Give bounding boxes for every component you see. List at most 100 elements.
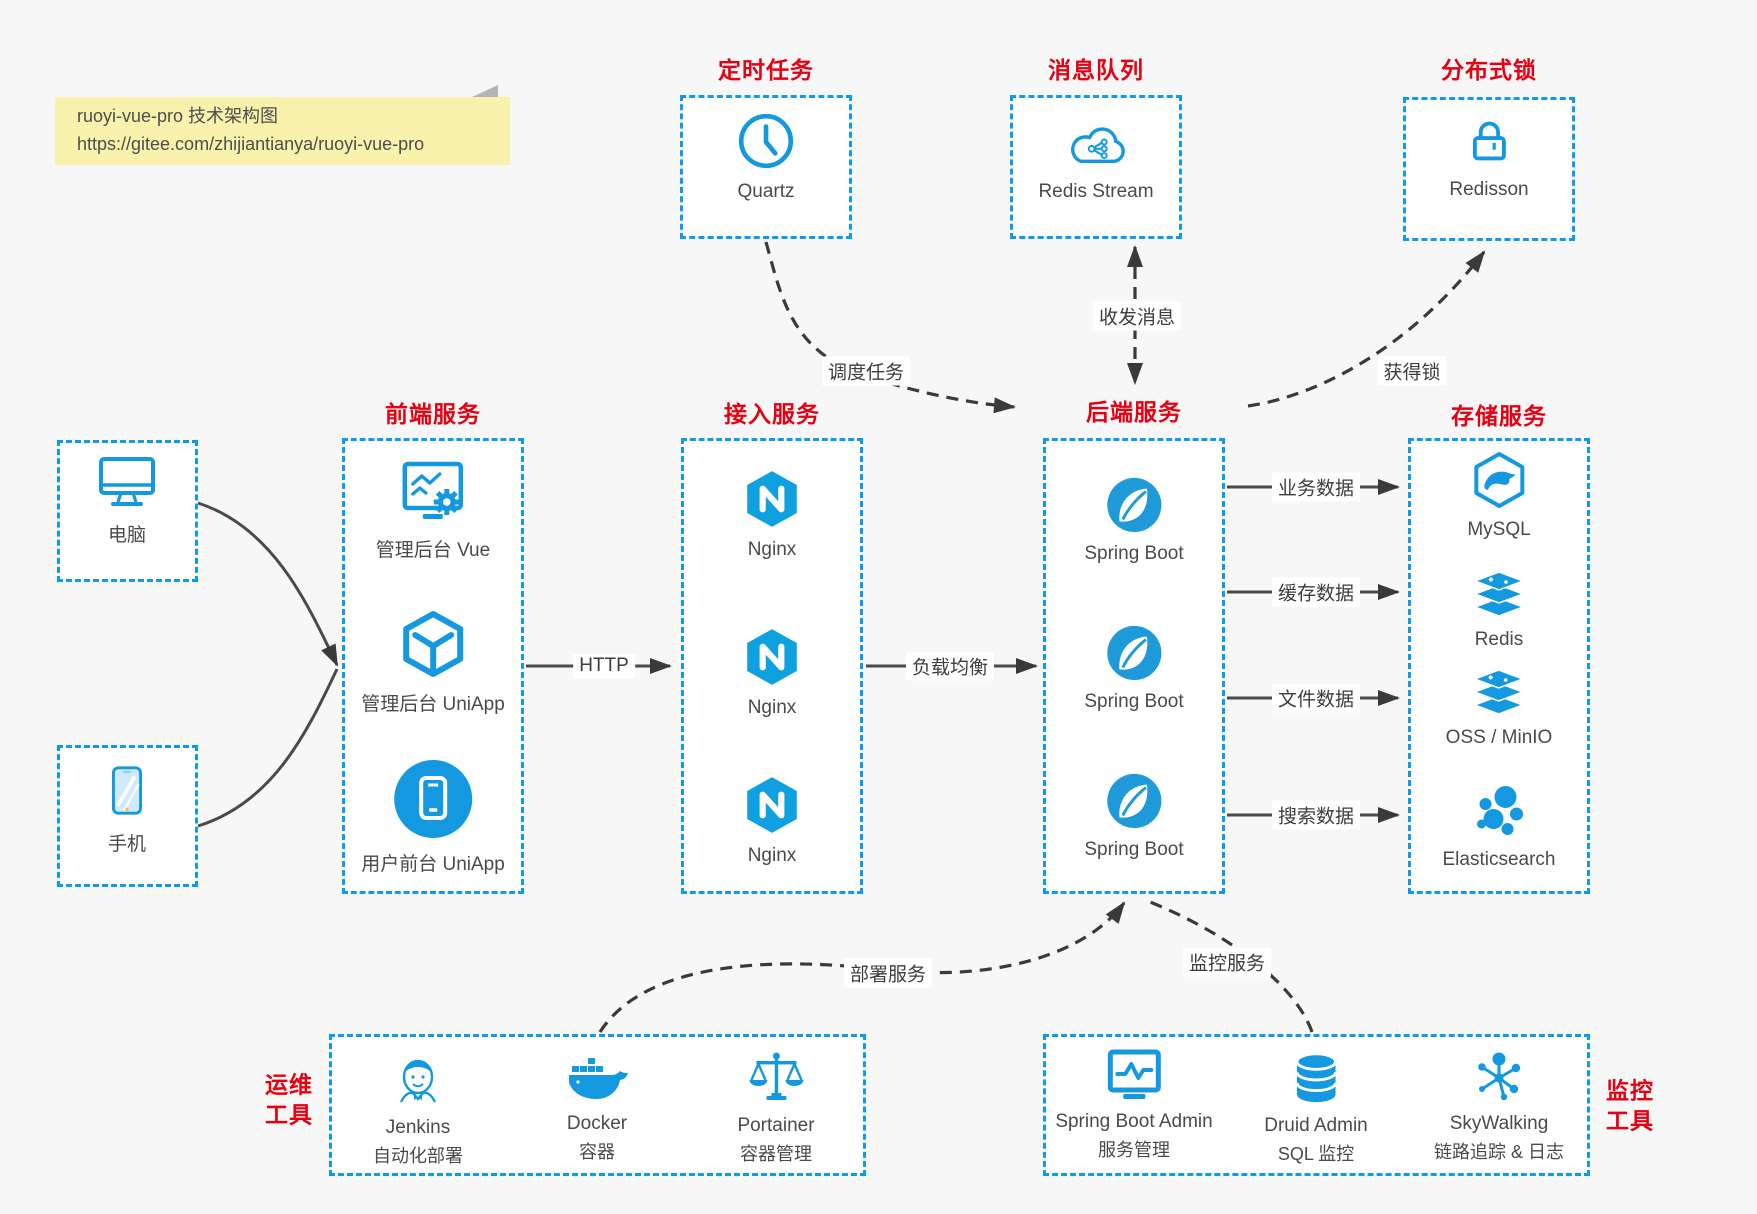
- edge-label-search-data: 搜索数据: [1271, 800, 1361, 830]
- cloud-mq-icon: [1060, 114, 1132, 172]
- node-mobile: 手机: [99, 762, 155, 856]
- node-label: Quartz: [737, 181, 795, 202]
- node-redis: Redis: [1470, 570, 1528, 651]
- node-skywalking: SkyWalking 链路追踪 & 日志: [1434, 1048, 1564, 1164]
- edge-label-file-data: 文件数据: [1271, 683, 1361, 713]
- node-quartz: Quartz: [735, 110, 797, 203]
- edge-label-messaging: 收发消息: [1092, 301, 1182, 331]
- caption-monitoring-tools: 监控 工具: [1606, 1076, 1654, 1137]
- monitor-chart-icon: [1105, 1048, 1163, 1102]
- node-label: Elasticsearch: [1442, 849, 1556, 870]
- node-label: 用户前台 UniApp: [361, 854, 505, 875]
- node-docker: Docker 容器: [565, 1056, 629, 1164]
- desktop-icon: [95, 455, 159, 511]
- portainer-icon: [748, 1050, 804, 1106]
- node-label: 电脑: [107, 525, 146, 546]
- caption-backend: 后端服务: [1086, 399, 1182, 425]
- node-druid: Druid Admin SQL 监控: [1264, 1050, 1368, 1166]
- node-label: Nginx: [747, 845, 797, 866]
- note-fold-corner: [472, 85, 498, 97]
- elasticsearch-icon: [1470, 782, 1528, 840]
- node-label: Redisson: [1449, 179, 1529, 200]
- edge-label-business-data: 业务数据: [1271, 472, 1361, 502]
- node-portainer: Portainer 容器管理: [737, 1050, 815, 1166]
- edge-label-schedule: 调度任务: [821, 356, 911, 386]
- node-desc: 容器: [579, 1142, 615, 1162]
- lock-icon: [1460, 112, 1518, 170]
- caption-ops-line1: 运维: [265, 1071, 313, 1098]
- node-redis-stream: Redis Stream: [1038, 114, 1154, 203]
- docker-icon: [565, 1056, 629, 1104]
- uniapp-cube-icon: [397, 608, 469, 680]
- node-label: MySQL: [1467, 519, 1531, 540]
- jenkins-icon: [389, 1050, 447, 1108]
- node-label: Spring Boot: [1084, 543, 1184, 564]
- node-label: 管理后台 UniApp: [361, 694, 505, 715]
- node-label: SkyWalking: [1449, 1113, 1549, 1134]
- mobile-icon: [99, 762, 155, 820]
- node-desc: 链路追踪 & 日志: [1433, 1142, 1565, 1162]
- nginx-icon: [741, 626, 803, 688]
- node-redisson: Redisson: [1449, 112, 1529, 201]
- node-elasticsearch: Elasticsearch: [1443, 782, 1556, 871]
- nginx-icon: [741, 774, 803, 836]
- node-label: Redis: [1474, 629, 1524, 650]
- edge-label-lock: 获得锁: [1377, 356, 1447, 386]
- node-desktop: 电脑: [95, 455, 159, 547]
- caption-frontend: 前端服务: [385, 401, 481, 427]
- edge-label-http: HTTP: [573, 654, 635, 678]
- node-label: Portainer: [737, 1115, 815, 1136]
- node-label: Nginx: [747, 539, 797, 560]
- springboot-icon: [1105, 772, 1163, 830]
- node-label: OSS / MinIO: [1445, 727, 1553, 748]
- node-desc: 自动化部署: [373, 1146, 463, 1166]
- node-desc: SQL 监控: [1277, 1144, 1355, 1164]
- node-label: Spring Boot: [1084, 691, 1184, 712]
- storage-box: [1408, 438, 1590, 894]
- node-mysql: MySQL: [1467, 450, 1531, 541]
- note-title: ruoyi-vue-pro 技术架构图: [77, 106, 279, 127]
- node-nginx-3: Nginx: [741, 774, 803, 867]
- caption-storage: 存储服务: [1451, 403, 1547, 429]
- redisson-box: [1403, 97, 1575, 241]
- node-desc: 容器管理: [739, 1144, 812, 1164]
- clock-icon: [735, 110, 797, 172]
- node-label: Jenkins: [385, 1117, 451, 1138]
- network-icon: [1471, 1048, 1527, 1104]
- user-app-icon: [392, 758, 474, 840]
- edge-label-monitor: 监控服务: [1182, 947, 1272, 977]
- node-desc: 服务管理: [1098, 1140, 1170, 1160]
- caption-ops-line2: 工具: [265, 1102, 313, 1128]
- node-nginx-1: Nginx: [741, 468, 803, 561]
- caption-distributed-lock: 分布式锁: [1441, 57, 1537, 83]
- node-label: Druid Admin: [1264, 1115, 1368, 1136]
- sticky-note: ruoyi-vue-pro 技术架构图 https://gitee.com/zh…: [55, 85, 510, 165]
- redis-icon: [1470, 570, 1528, 620]
- node-jenkins: Jenkins 自动化部署: [373, 1050, 463, 1168]
- caption-ops-tools: 运维 工具: [265, 1070, 313, 1131]
- edge-label-load-balance: 负载均衡: [905, 651, 995, 681]
- node-springboot-2: Spring Boot: [1084, 624, 1184, 713]
- caption-gateway: 接入服务: [724, 401, 820, 427]
- node-label: Nginx: [747, 697, 797, 718]
- springboot-icon: [1105, 476, 1163, 534]
- node-label: 手机: [107, 834, 146, 855]
- node-springboot-3: Spring Boot: [1084, 772, 1184, 861]
- database-icon: [1289, 1050, 1343, 1106]
- springboot-icon: [1105, 624, 1163, 682]
- edge-label-deploy: 部署服务: [843, 958, 933, 988]
- node-springboot-admin: Spring Boot Admin 服务管理: [1055, 1048, 1213, 1162]
- node-admin-uniapp: 管理后台 UniApp: [361, 608, 505, 716]
- node-label: 管理后台 Vue: [375, 540, 491, 561]
- node-label: Docker: [566, 1113, 628, 1134]
- node-label: Redis Stream: [1038, 181, 1154, 202]
- node-label: Spring Boot Admin: [1055, 1111, 1213, 1132]
- admin-vue-icon: [395, 458, 471, 526]
- nginx-icon: [741, 468, 803, 530]
- caption-scheduled-task: 定时任务: [718, 57, 814, 83]
- node-user-uniapp: 用户前台 UniApp: [361, 758, 505, 876]
- edge-label-cache-data: 缓存数据: [1271, 577, 1361, 607]
- caption-message-queue: 消息队列: [1048, 57, 1144, 83]
- caption-monitoring-line1: 监控: [1606, 1077, 1654, 1104]
- node-label: Spring Boot: [1084, 839, 1184, 860]
